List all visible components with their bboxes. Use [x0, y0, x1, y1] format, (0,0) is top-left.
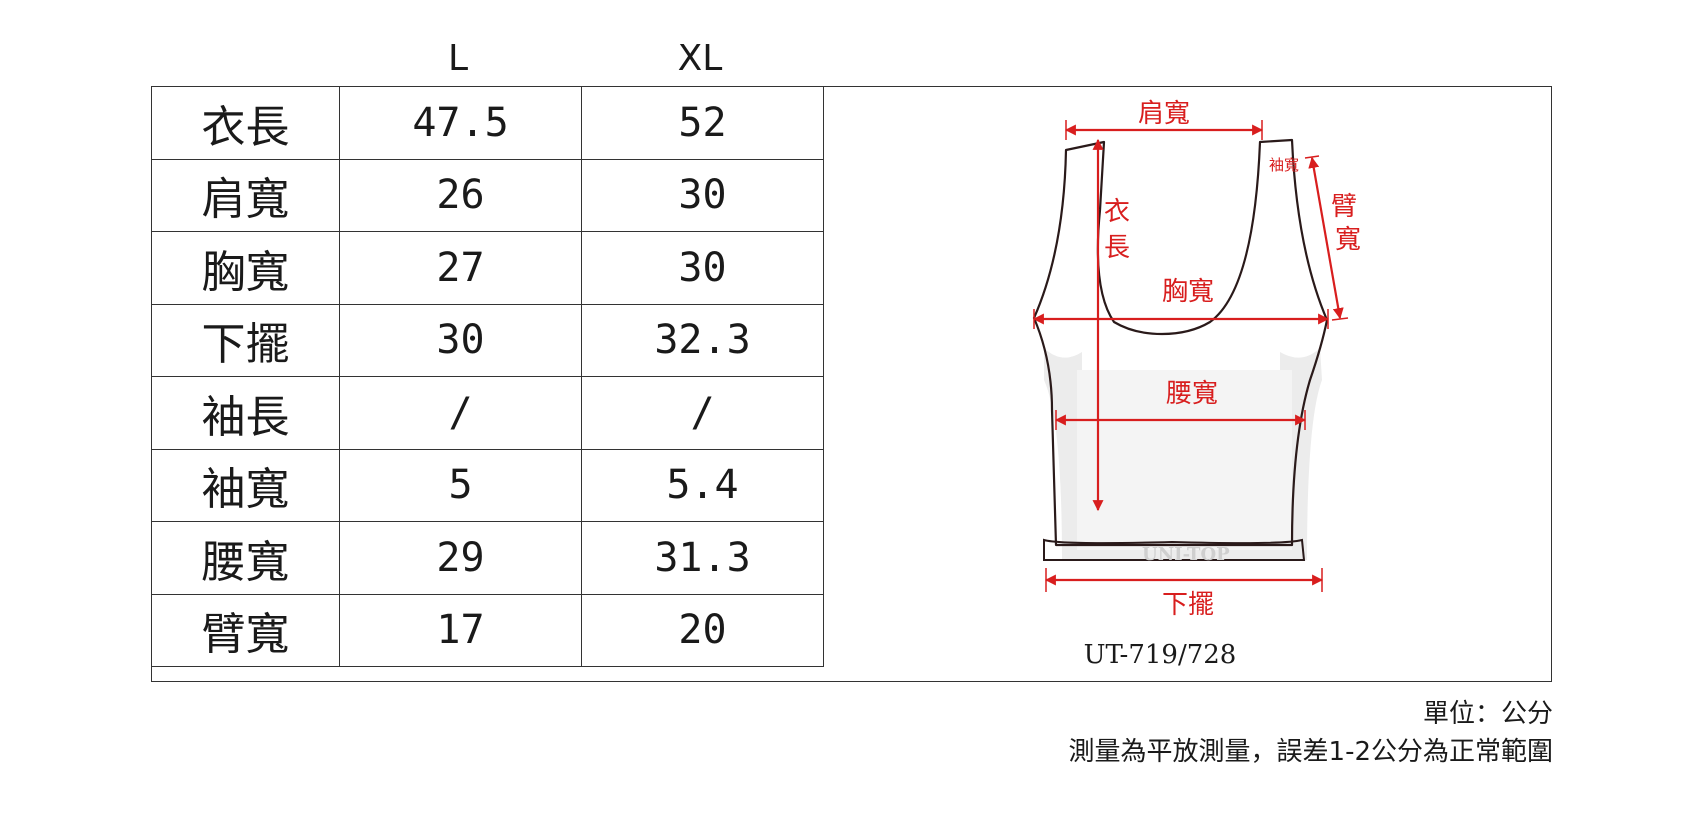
waistband-shading	[1077, 370, 1292, 550]
column-header-l: L	[447, 38, 469, 79]
unit-note: 單位：公分	[1422, 699, 1553, 729]
length-label-2: 長	[1104, 233, 1130, 263]
size-xl-value: 20	[581, 593, 824, 667]
size-l-value: 17	[339, 593, 582, 667]
model-number: UT-719/728	[1084, 640, 1237, 670]
measure-label: 肩寬	[151, 158, 340, 232]
shoulder-label: 肩寬	[1138, 99, 1190, 129]
hem-band	[1043, 538, 1306, 561]
arm-tick-top	[1304, 155, 1320, 159]
size-xl-value: 32.3	[581, 303, 824, 377]
table-row: 袖寬 5 5.4	[151, 448, 824, 522]
size-l-value: 30	[339, 303, 582, 377]
table-row: 衣長 47.5 52	[151, 86, 824, 160]
size-l-value: /	[339, 376, 582, 450]
sleeve-label: 袖寬	[1269, 156, 1299, 174]
table-row: 胸寬 27 30	[151, 231, 824, 305]
size-l-value: 5	[339, 448, 582, 522]
table-row: 下擺 30 32.3	[151, 303, 824, 377]
measure-label: 袖寬	[151, 448, 340, 522]
size-xl-value: 30	[581, 158, 824, 232]
arm-tick-bottom	[1331, 317, 1349, 321]
hem-label: 下擺	[1162, 590, 1214, 620]
arm-label-1: 臂	[1331, 192, 1357, 222]
size-l-value: 27	[339, 231, 582, 305]
arm-label-2: 寬	[1335, 225, 1361, 255]
size-xl-value: /	[581, 376, 824, 450]
measure-label: 衣長	[151, 86, 340, 160]
column-header-xl: XL	[677, 38, 723, 79]
size-xl-value: 31.3	[581, 521, 824, 595]
size-xl-value: 30	[581, 231, 824, 305]
measure-label: 胸寬	[151, 231, 340, 305]
garment-shading	[1044, 348, 1322, 560]
table-row: 臂寬 17 20	[151, 593, 824, 667]
measure-label: 腰寬	[151, 521, 340, 595]
arm-measure-line	[1308, 156, 1344, 320]
size-xl-value: 5.4	[581, 448, 824, 522]
measure-label: 下擺	[151, 303, 340, 377]
brand-watermark: UNI-TOP	[1142, 544, 1230, 565]
size-l-value: 29	[339, 521, 582, 595]
length-label-1: 衣	[1104, 197, 1130, 227]
table-row: 腰寬 29 31.3	[151, 521, 824, 595]
size-l-value: 47.5	[339, 86, 582, 160]
size-xl-value: 52	[581, 86, 824, 160]
table-row: 肩寬 26 30	[151, 158, 824, 232]
size-l-value: 26	[339, 158, 582, 232]
size-table: 衣長 47.5 52 肩寬 26 30 胸寬 27 30 下擺 30 32.3 …	[151, 86, 824, 667]
garment-diagram: UNI-TOP 肩寬 袖寬 臂 寬 衣 長 胸寬 腰寬 下擺 UT-719/72…	[1032, 99, 1361, 670]
measure-label: 臂寬	[151, 593, 340, 667]
measure-label: 袖長	[151, 376, 340, 450]
disclaimer-note: 測量為平放測量，誤差1-2公分為正常範圍	[1068, 737, 1553, 767]
waist-label: 腰寬	[1166, 379, 1218, 409]
notes-block: 單位：公分 測量為平放測量，誤差1-2公分為正常範圍	[1069, 695, 1553, 771]
chest-label: 胸寬	[1162, 277, 1214, 307]
table-row: 袖長 / /	[151, 376, 824, 450]
